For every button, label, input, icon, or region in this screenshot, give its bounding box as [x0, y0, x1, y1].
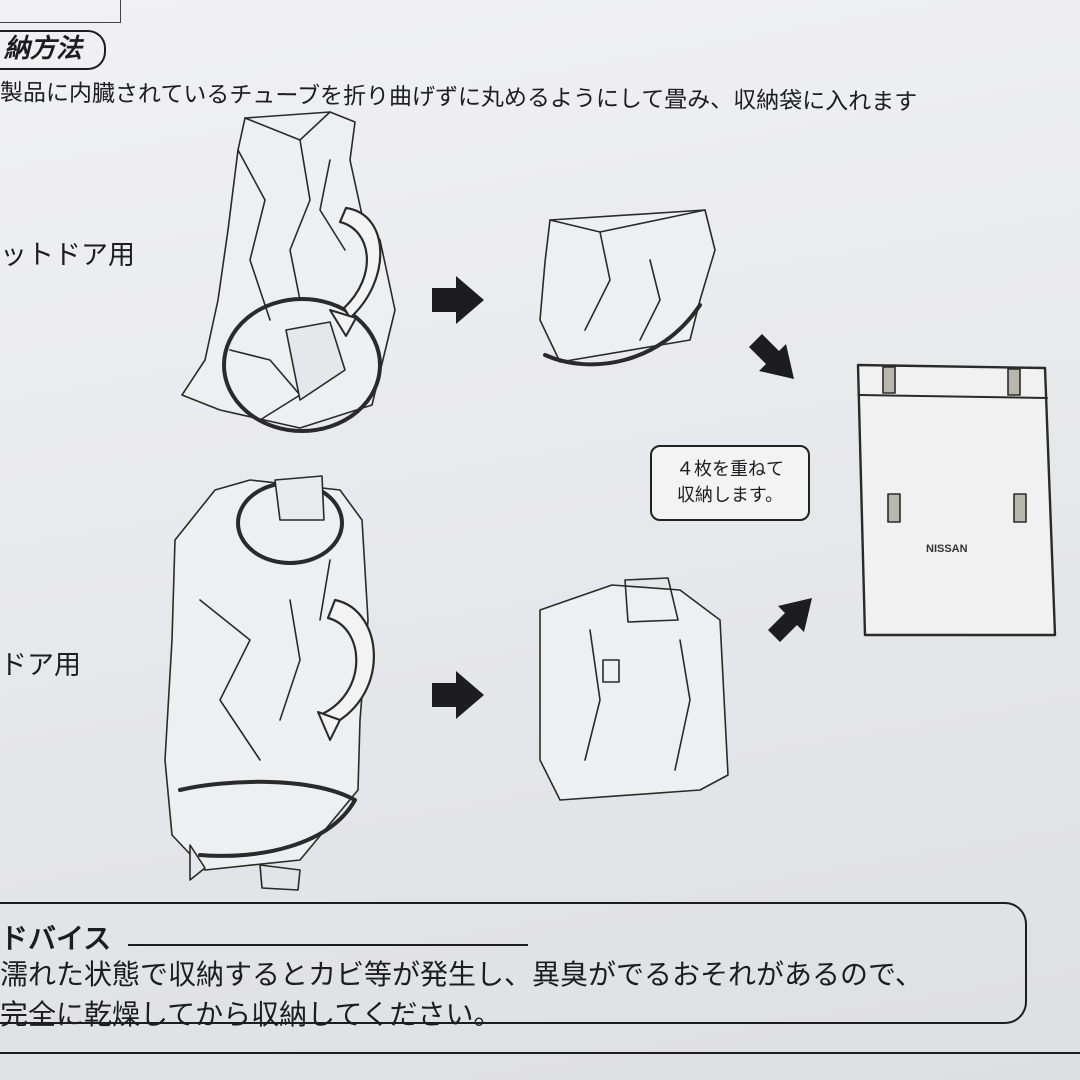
advice-box — [0, 902, 1027, 1024]
bag-logo: NISSAN — [926, 543, 968, 555]
callout-line-2: 収納します。 — [676, 485, 784, 506]
advice-title-rule — [128, 944, 528, 946]
stack-note-callout: ４枚を重ねて 収納します。 — [650, 445, 810, 521]
shade-illustration-1 — [181, 111, 396, 433]
advice-line-1: 濡れた状態で収納するとカビ等が発生し、異臭がでるおそれがあるので、 — [0, 958, 923, 991]
advice-title: ドバイス — [0, 922, 112, 955]
bottom-rule — [0, 1052, 1080, 1054]
header-table-edge — [0, 0, 121, 23]
folding-illustrations: NISSAN — [164, 111, 1057, 891]
storage-bag — [856, 363, 1057, 637]
down-right-arrow — [749, 334, 794, 379]
shade-illustration-2 — [164, 475, 369, 891]
folded-shade-2 — [539, 577, 729, 801]
callout-line-1: ４枚を重ねて — [676, 459, 784, 480]
curved-arrow-1 — [338, 206, 382, 320]
advice-line-2: 完全に乾燥してから収納してください。 — [0, 998, 502, 1031]
step-arrows — [432, 276, 812, 719]
folded-shade-1 — [539, 209, 716, 367]
row-label-2: ドア用 — [0, 650, 81, 681]
row-label-1: ットドア用 — [0, 240, 135, 271]
up-right-arrow — [768, 598, 812, 642]
right-arrow-2 — [432, 671, 484, 719]
right-arrow-1 — [432, 276, 484, 324]
section-title: 納方法 — [0, 30, 107, 70]
